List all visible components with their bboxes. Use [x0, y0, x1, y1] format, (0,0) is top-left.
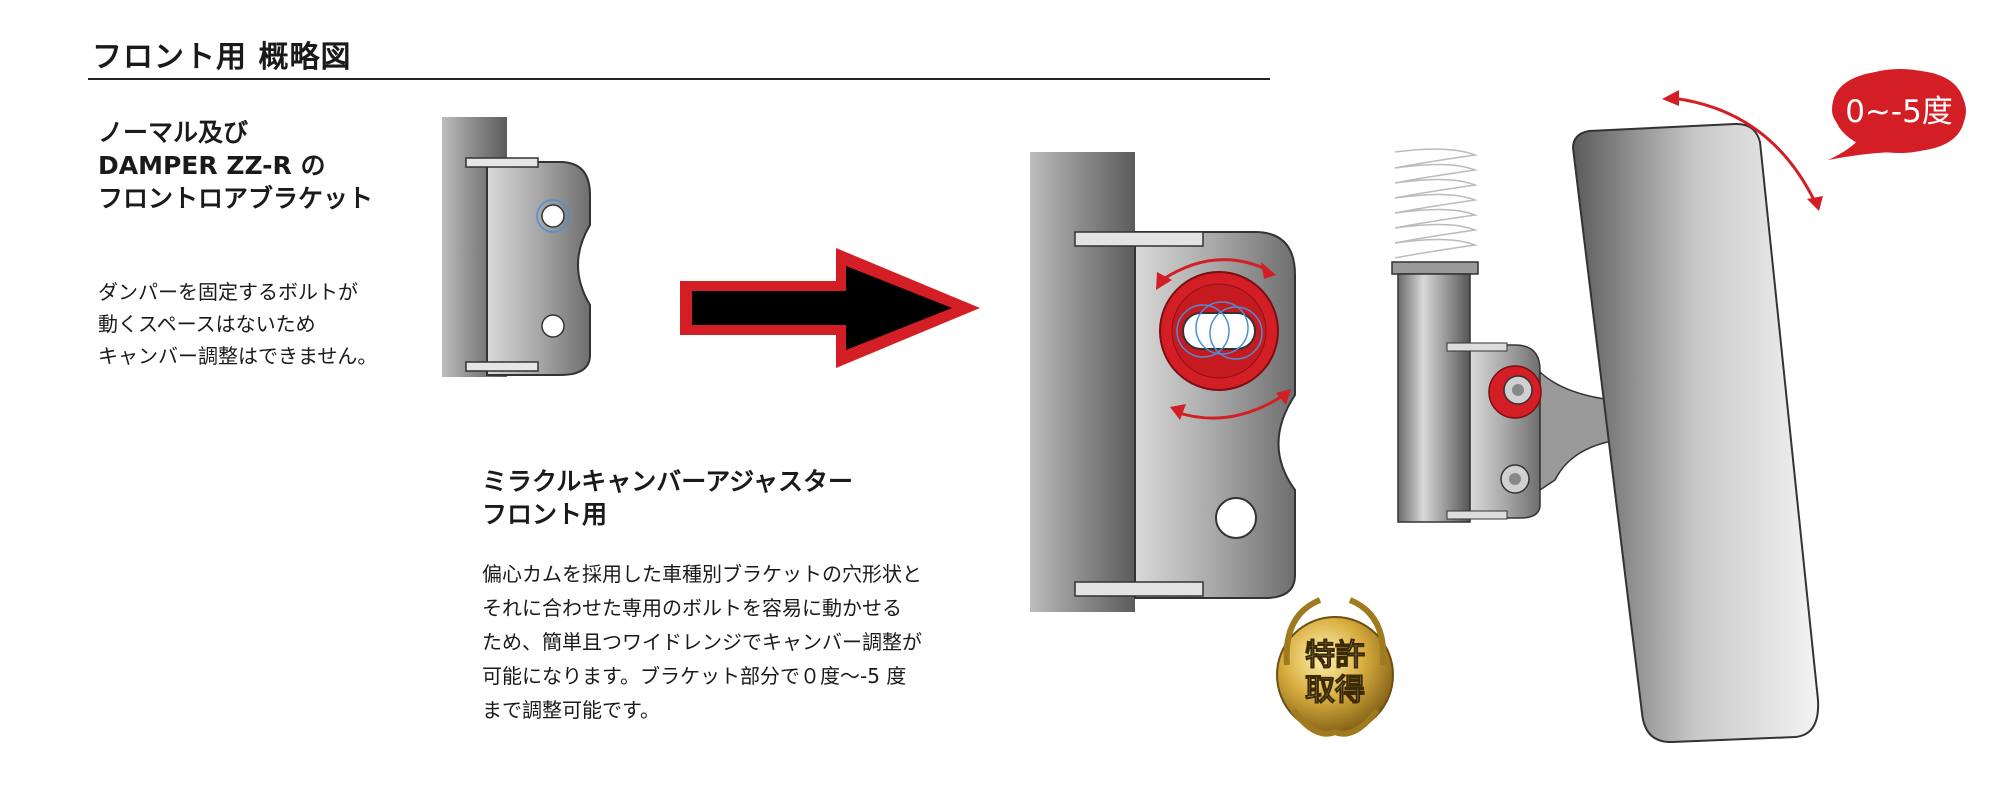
title-underline: [88, 78, 1270, 80]
product-title-line: フロント用: [482, 500, 608, 529]
angle-range-label: 0~-5度: [1845, 94, 1953, 130]
page-title: フロント用 概略図: [92, 40, 352, 75]
bracket-normal-icon: [442, 117, 591, 377]
product-description: 偏心カムを採用した車種別ブラケットの穴形状と それに合わせた専用のボルトを容易に…: [482, 557, 922, 727]
normal-title-line: ノーマル及び: [98, 118, 249, 147]
right-arrow-icon: [680, 248, 980, 368]
product-desc-line: まで調整可能です。: [482, 698, 660, 722]
product-desc-line: 偏心カムを採用した車種別ブラケットの穴形状と: [482, 562, 922, 586]
product-desc-line: 可能になります。ブラケット部分で０度〜-5 度: [482, 664, 907, 688]
angle-speech-bubble-icon: [1828, 69, 1966, 160]
product-title-line: ミラクルキャンバーアジャスター: [482, 467, 854, 496]
strut-wheel-icon: [1391, 90, 1823, 744]
normal-desc-line: ダンパーを固定するボルトが: [98, 280, 358, 304]
bracket-adjuster-icon: [1030, 152, 1296, 612]
normal-title-line: DAMPER ZZ-R の: [98, 151, 326, 180]
patent-badge-line: 特許: [1305, 638, 1365, 673]
normal-title-line: フロントロアブラケット: [98, 184, 374, 213]
product-title: ミラクルキャンバーアジャスター フロント用: [482, 465, 853, 531]
patent-badge-line: 取得: [1305, 673, 1365, 708]
normal-desc-line: キャンバー調整はできません。: [98, 344, 378, 368]
product-desc-line: ため、簡単且つワイドレンジでキャンバー調整が: [482, 630, 922, 654]
patent-laurel-icon: 特許 取得: [1276, 597, 1394, 737]
normal-bracket-title: ノーマル及び DAMPER ZZ-R の フロントロアブラケット: [98, 116, 373, 215]
product-desc-line: それに合わせた専用のボルトを容易に動かせる: [482, 596, 902, 620]
normal-bracket-description: ダンパーを固定するボルトが 動くスペースはないため キャンバー調整はできません。: [98, 276, 377, 372]
normal-desc-line: 動くスペースはないため: [98, 312, 316, 336]
